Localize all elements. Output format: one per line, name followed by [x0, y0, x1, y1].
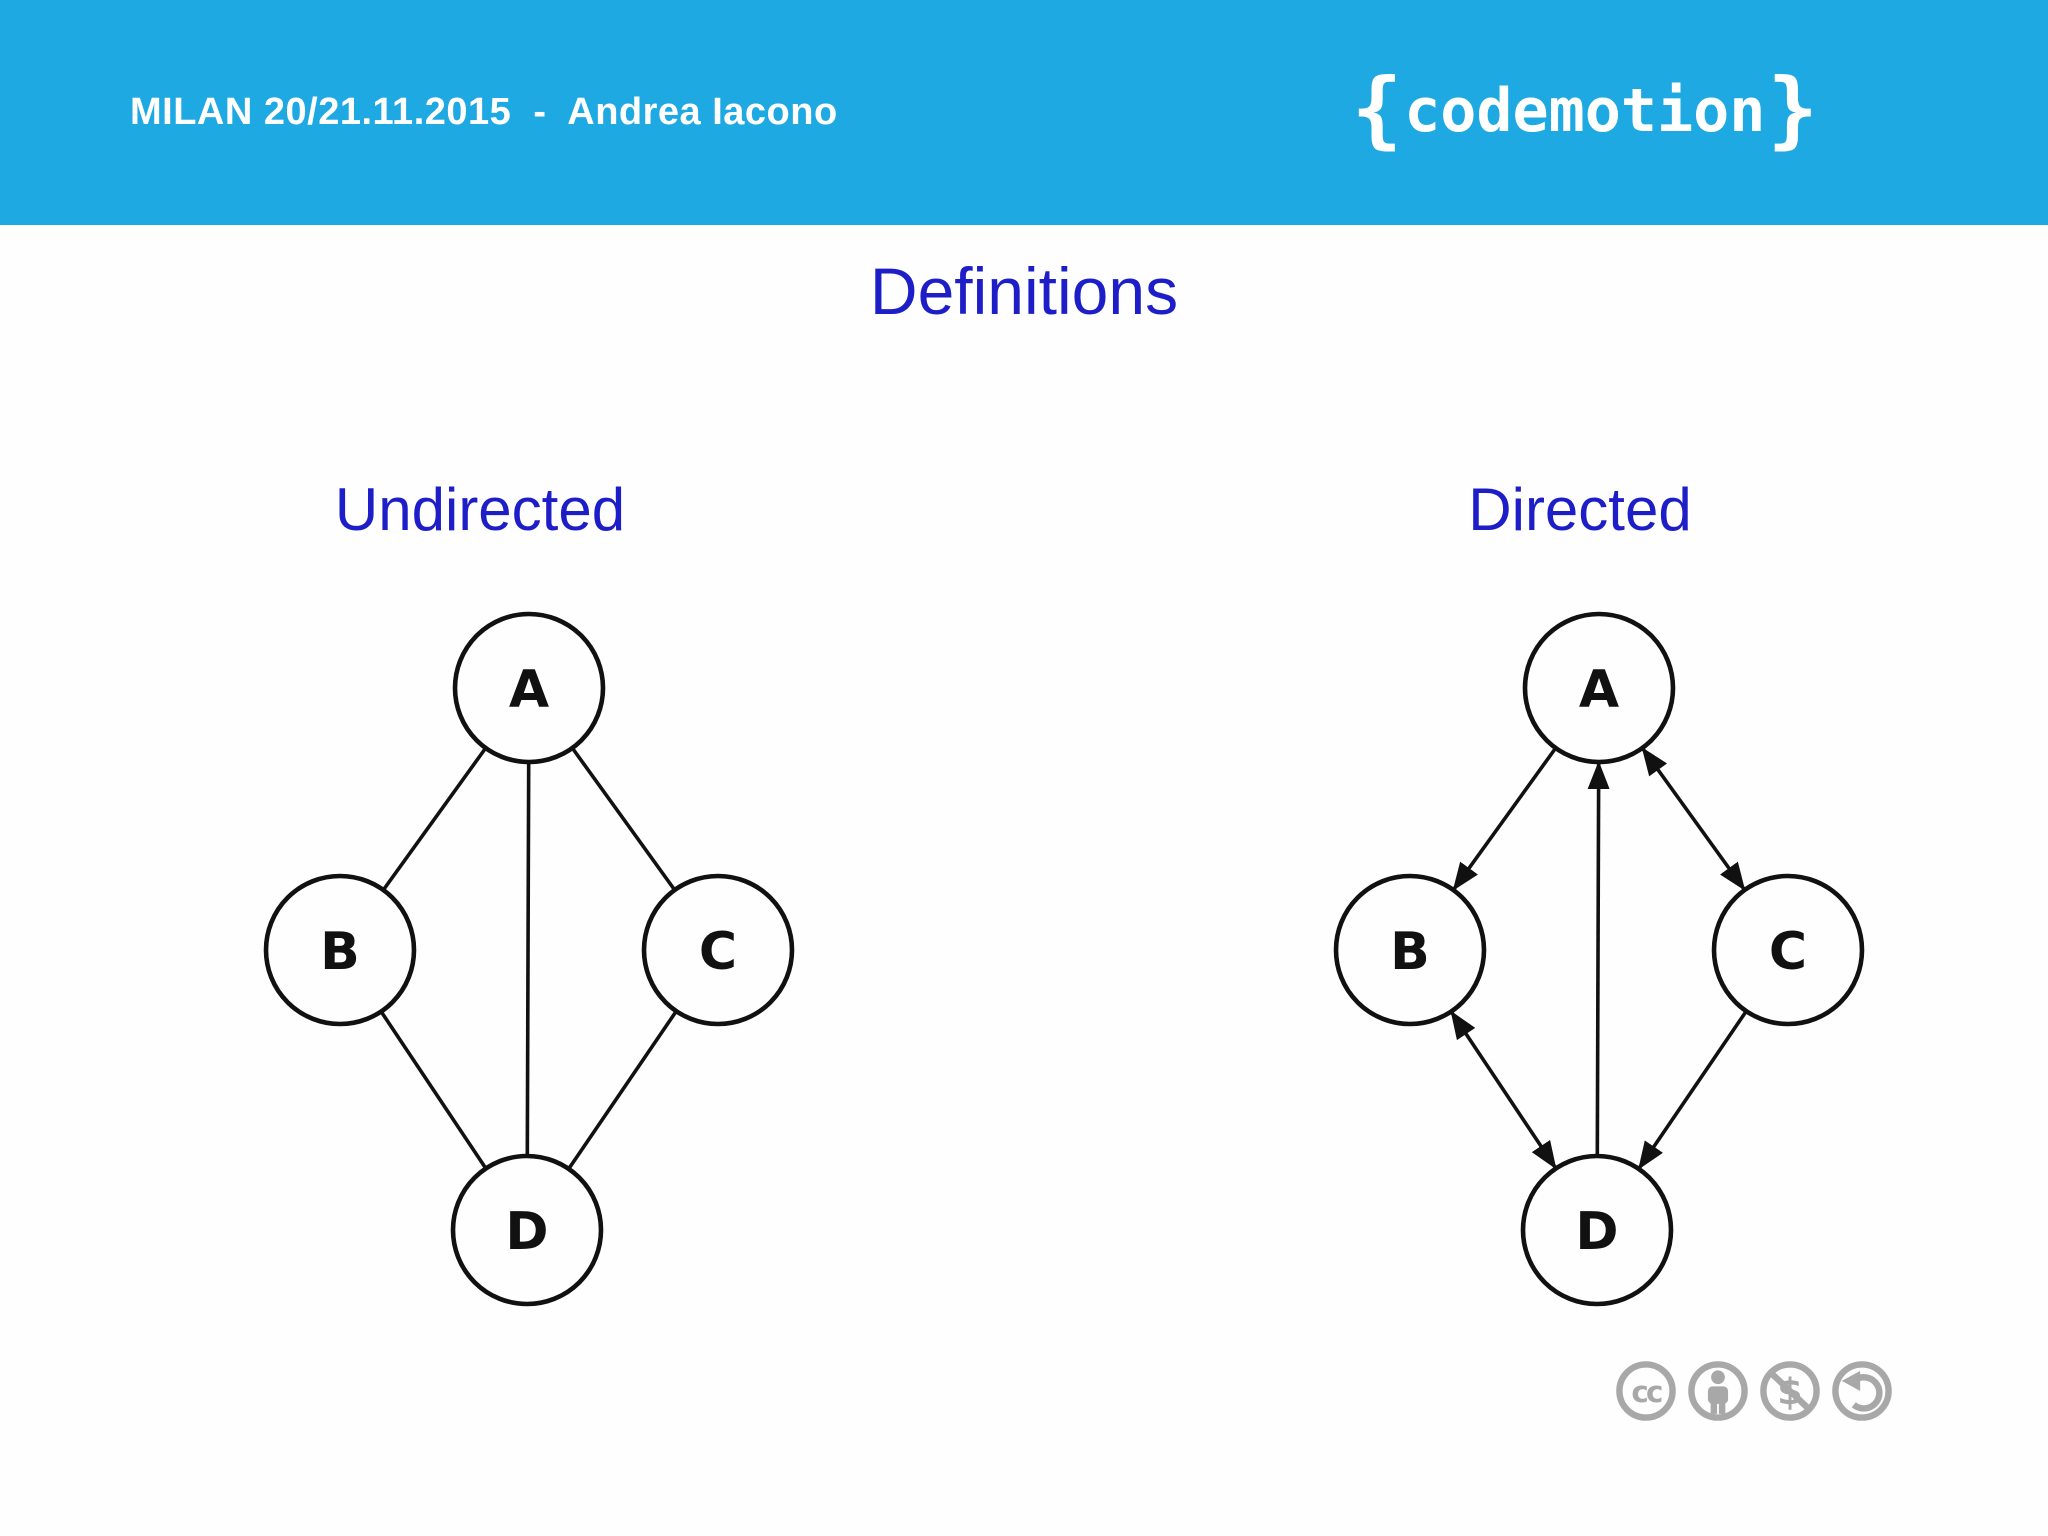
node-label-B: B — [320, 922, 360, 982]
logo-left-brace: { — [1351, 59, 1403, 158]
node-A — [1522, 611, 1676, 765]
header-bar: MILAN 20/21.11.2015 - Andrea Iacono { co… — [0, 0, 2048, 225]
node-B — [1333, 873, 1487, 1027]
undirected-label: Undirected — [334, 476, 626, 543]
node-D — [1520, 1153, 1674, 1307]
node-C — [1711, 873, 1865, 1027]
logo-right-brace: } — [1767, 59, 1818, 158]
node-label-C: C — [1769, 922, 1807, 982]
edge-A-D — [525, 761, 531, 1157]
logo-word: codemotion — [1404, 75, 1766, 146]
node-label-B: B — [1390, 922, 1430, 982]
svg-text:cc: cc — [1631, 1375, 1662, 1409]
edge-A-B-forward — [1451, 746, 1558, 892]
edge-C-D — [567, 1010, 678, 1170]
node-label-A: A — [1579, 660, 1619, 720]
directed-graph: A B C D — [1333, 611, 1865, 1307]
codemotion-logo: { codemotion } — [1352, 67, 1818, 155]
cc-by-icon — [1688, 1361, 1748, 1421]
node-label-D: D — [1575, 1202, 1618, 1262]
node-B — [263, 873, 417, 1027]
node-D — [450, 1153, 604, 1307]
page-title: Definitions — [869, 254, 1179, 328]
edge-A-C-both — [1640, 746, 1747, 892]
license-icons: cc $ — [1613, 1358, 1895, 1424]
node-label-D: D — [505, 1202, 548, 1262]
node-label-C: C — [699, 922, 737, 982]
directed-label: Directed — [1468, 476, 1692, 543]
undirected-graph: A B C D — [263, 611, 795, 1307]
cc-icon: cc — [1616, 1361, 1676, 1421]
edge-A-C — [570, 746, 677, 892]
node-label-A: A — [509, 660, 549, 720]
edge-C-D-forward — [1637, 1010, 1748, 1170]
cc-nc-icon: $ — [1760, 1361, 1820, 1421]
edge-D-A-forward — [1587, 761, 1610, 1157]
edge-A-B — [381, 746, 488, 892]
node-A — [452, 611, 606, 765]
cc-sa-icon — [1832, 1361, 1892, 1421]
edge-B-D-both — [1449, 1010, 1558, 1170]
node-C — [641, 873, 795, 1027]
edge-B-D — [379, 1010, 488, 1170]
event-label: MILAN 20/21.11.2015 - Andrea Iacono — [130, 91, 838, 133]
